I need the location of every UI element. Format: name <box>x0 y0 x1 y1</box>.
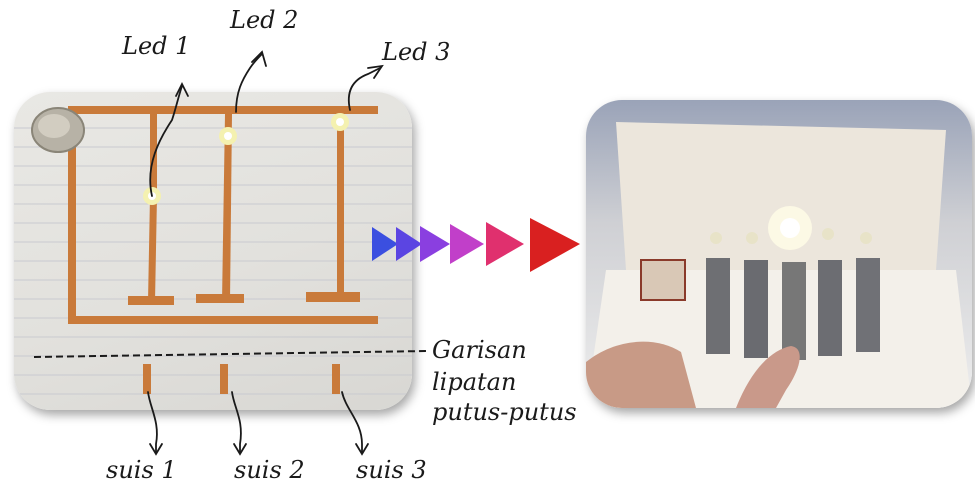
led-2-label: Led 2 <box>230 6 299 34</box>
led-3-label: Led 3 <box>382 38 451 66</box>
switch-3-label: suis 3 <box>356 456 427 484</box>
switch-2-pointer <box>231 391 242 453</box>
fold-dashed-line <box>33 350 429 358</box>
led-1-label: Led 1 <box>122 32 191 60</box>
lit-leds <box>710 206 872 250</box>
fingers <box>586 341 800 408</box>
switch-2-arrowhead <box>233 443 247 456</box>
switch-1-pointer <box>147 391 158 453</box>
led-3-component <box>331 113 349 131</box>
switch-1-label: suis 1 <box>106 456 177 484</box>
led-2-pointer <box>235 53 263 113</box>
switch-2-label: suis 2 <box>234 456 305 484</box>
led-2-component <box>219 127 237 145</box>
led-2-arrowhead <box>251 50 267 67</box>
folded-circuit-drawing <box>586 122 972 408</box>
led-3-arrowhead <box>367 64 384 79</box>
copper-tape-traces <box>68 106 378 394</box>
folded-switch-columns <box>706 258 880 360</box>
led-1-arrowhead <box>175 81 189 97</box>
switch-3-arrowhead <box>355 443 369 456</box>
led-1-pointer <box>149 85 183 197</box>
folded-circuit-photo <box>586 100 972 408</box>
direction-arrows <box>372 218 580 272</box>
switch-1-arrowhead <box>149 443 163 456</box>
switch-3-pointer <box>341 391 363 453</box>
fold-line-label-line-1: Garisan <box>432 336 527 364</box>
fold-line-label-line-3: putus-putus <box>432 398 577 426</box>
fold-line-label-line-2: lipatan <box>432 368 517 396</box>
flat-circuit-drawing <box>14 106 412 395</box>
coin-battery <box>31 107 85 153</box>
led-3-pointer <box>347 67 381 111</box>
